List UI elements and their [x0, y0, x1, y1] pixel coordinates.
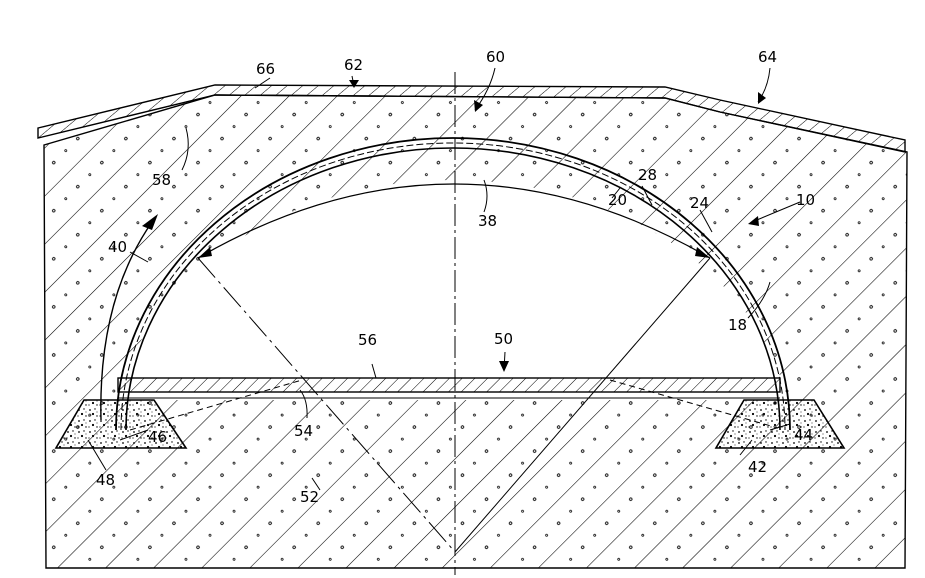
- ref-46: 46: [148, 428, 167, 446]
- arrow-40: [100, 221, 153, 421]
- ref-28: 28: [638, 166, 657, 184]
- ref-50: 50: [494, 330, 513, 348]
- ref-58: 58: [152, 171, 171, 189]
- arc-38-arrow-left: [198, 247, 212, 258]
- arrow-40-head: [142, 214, 158, 230]
- construction-line-left: [197, 257, 456, 553]
- footing-42: [714, 399, 846, 449]
- ref-56: 56: [358, 331, 377, 349]
- cover-layer: [37, 84, 906, 153]
- ref-20: 20: [608, 191, 627, 209]
- floor-slab: [117, 377, 781, 393]
- ref-18: 18: [728, 316, 747, 334]
- arch-shell-outer: [115, 137, 791, 431]
- arch-shell-mid: [120, 142, 786, 431]
- ref-48: 48: [96, 471, 115, 489]
- ref-24: 24: [690, 194, 709, 212]
- leader-60-arrow: [474, 100, 483, 112]
- dashed-line-44: [609, 379, 779, 429]
- leader-62-arrow: [349, 80, 359, 88]
- arc-38: [197, 183, 711, 259]
- ref-52: 52: [300, 488, 319, 506]
- leader-64-arrow: [758, 92, 766, 104]
- ref-10: 10: [796, 191, 815, 209]
- ref-40: 40: [108, 238, 127, 256]
- leader-10-arrow: [748, 216, 759, 226]
- ref-44: 44: [794, 426, 813, 444]
- arch-shell-inner: [125, 147, 781, 431]
- tunnel-opening: [118, 180, 787, 400]
- ref-54: 54: [294, 422, 313, 440]
- ref-42: 42: [748, 458, 767, 476]
- ref-38: 38: [478, 212, 497, 230]
- ref-64: 64: [758, 48, 777, 66]
- leader-50-arrow: [499, 361, 509, 372]
- ref-66: 66: [256, 60, 275, 78]
- footing-48: [54, 399, 188, 449]
- ref-62: 62: [344, 56, 363, 74]
- ref-60: 60: [486, 48, 505, 66]
- arc-38-arrow-right: [695, 247, 710, 258]
- construction-line-right: [454, 257, 711, 553]
